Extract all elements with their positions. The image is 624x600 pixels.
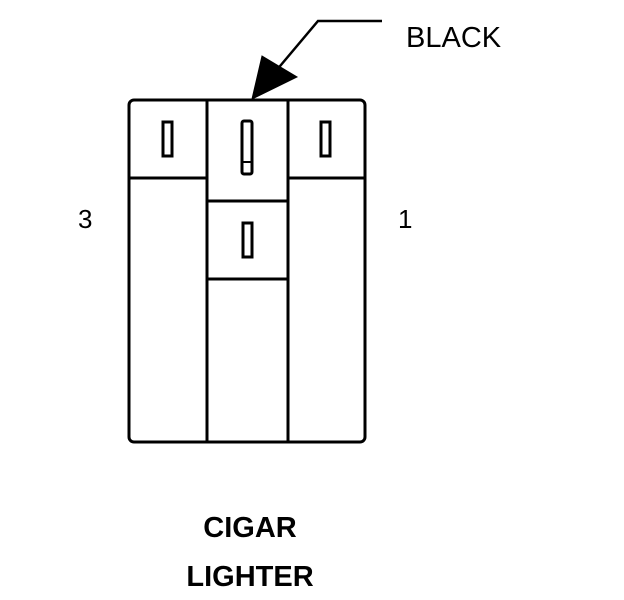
connector-outline (127, 98, 367, 444)
component-title-line1: CIGAR (203, 512, 297, 544)
terminal-slot-left (161, 120, 174, 158)
wire-leader (251, 19, 382, 100)
terminal-slot-center-lower (241, 221, 254, 259)
pin-number-left: 3 (78, 204, 93, 234)
terminal-slots (161, 119, 332, 259)
leader-line (269, 19, 382, 79)
wire-color-label: BLACK (406, 22, 502, 54)
terminal-slot-right (319, 120, 332, 158)
pin-number-right: 1 (398, 204, 413, 234)
leader-arrowhead (251, 55, 299, 100)
component-title-line2: LIGHTER (186, 561, 314, 593)
connector-body (127, 98, 367, 444)
terminal-slot-center-top (240, 119, 254, 176)
